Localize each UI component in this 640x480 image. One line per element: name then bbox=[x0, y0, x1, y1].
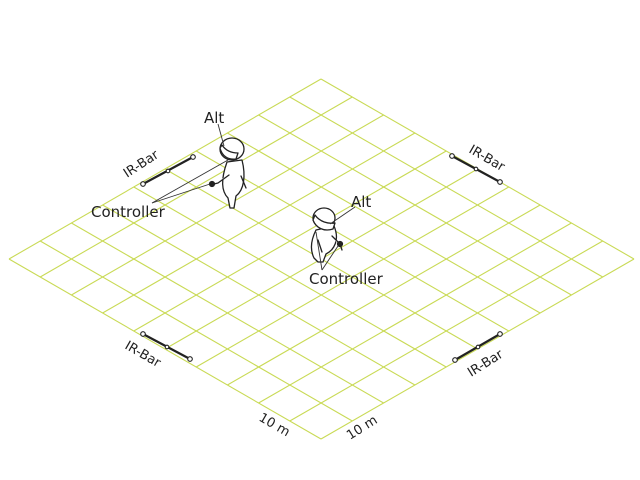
leader-controller-2b bbox=[315, 231, 323, 271]
person-figure-2 bbox=[310, 207, 343, 263]
ir-bar-bottom-left bbox=[140, 331, 193, 362]
grid-line-b-9 bbox=[39, 240, 353, 422]
grid-line-b-6 bbox=[133, 186, 447, 368]
ir-bar-label-bottom-left: IR-Bar bbox=[122, 338, 164, 371]
person-figure-1 bbox=[209, 137, 247, 209]
floor-grid bbox=[8, 78, 635, 440]
label-alt-1: Alt bbox=[204, 109, 224, 127]
controller-1 bbox=[208, 180, 216, 188]
grid-line-b-10 bbox=[8, 258, 322, 440]
label-controller-1: Controller bbox=[91, 203, 166, 221]
dimension-label-left: 10 m bbox=[256, 410, 292, 440]
ir-bar-bottom-right bbox=[452, 331, 503, 363]
grid-line-a-7 bbox=[227, 204, 541, 386]
label-alt-2: Alt bbox=[351, 193, 371, 211]
grid-line-a-8 bbox=[258, 222, 572, 404]
ir-bar-label-bottom-right: IR-Bar bbox=[465, 347, 506, 381]
leader-controller-2a bbox=[321, 245, 339, 271]
leader-alt-2 bbox=[329, 206, 356, 225]
ir-bar-top-right bbox=[449, 153, 503, 185]
dimension-label-right: 10 m bbox=[344, 413, 380, 443]
grid-line-a-6 bbox=[195, 186, 510, 368]
grid-line-a-9 bbox=[289, 240, 603, 422]
leader-controller-1b bbox=[151, 159, 229, 204]
leader-alt-1 bbox=[217, 123, 225, 147]
grid-line-b-8 bbox=[71, 222, 384, 404]
ir-bar-label-top-right: IR-Bar bbox=[466, 142, 508, 175]
controller-2 bbox=[336, 240, 344, 248]
label-controller-2: Controller bbox=[309, 270, 384, 288]
grid-line-b-7 bbox=[102, 204, 416, 386]
ir-bar-top-left bbox=[140, 154, 196, 187]
leader-controller-1a bbox=[151, 183, 211, 204]
